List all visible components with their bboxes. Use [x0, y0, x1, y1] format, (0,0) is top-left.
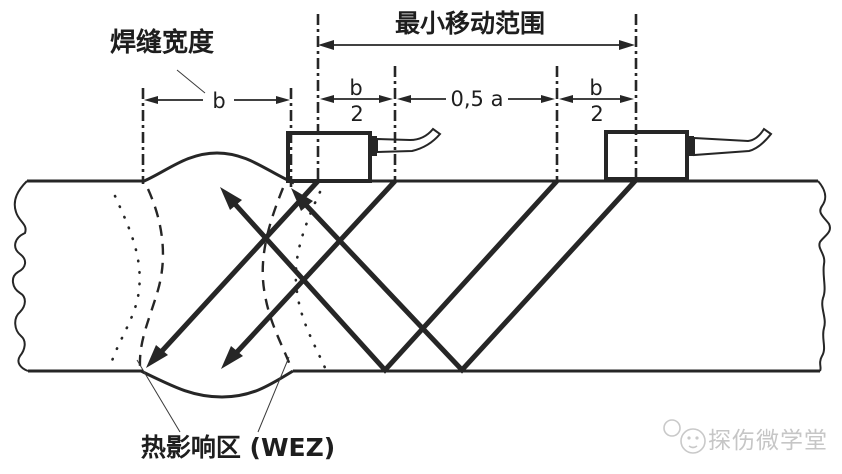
weld-root-curve	[140, 369, 294, 399]
min-range-arrow-right	[619, 40, 635, 50]
haz-dotted-left	[108, 194, 141, 369]
dim-b2l-arrow-left	[320, 95, 334, 103]
dim-b2r-numerator: b	[589, 76, 602, 100]
plate-outline	[12, 151, 831, 399]
left-break-edge	[12, 180, 29, 372]
beam-arrowhead-cap-2	[291, 188, 313, 211]
probe-1-cable	[376, 127, 442, 154]
watermark-text: 探伤微学堂	[708, 428, 828, 454]
probe-2-cable	[693, 127, 773, 157]
dim-b-label: b	[212, 89, 225, 113]
beam-skip-to-cap-1	[232, 179, 559, 374]
dimension-half-skip: 0,5 a	[397, 87, 555, 111]
probe-1	[286, 127, 442, 183]
beam-skip-to-cap-2	[303, 178, 638, 374]
dim-halfskip-label: 0,5 a	[451, 87, 504, 111]
beam-direct-to-root-1	[160, 179, 320, 353]
dim-b2r-denominator: 2	[590, 102, 603, 126]
beam-arrowhead-root-1	[146, 345, 168, 368]
min-range-arrow-left	[318, 40, 334, 50]
dim-b-arrow-right	[276, 96, 290, 104]
leader-weld-width	[176, 69, 206, 94]
label-weld-width: 焊缝宽度	[110, 27, 214, 58]
leader-haz-right	[257, 356, 290, 433]
dimension-min-movement-range: 最小移动范围	[318, 9, 635, 50]
beam-direct-to-root-2	[235, 179, 397, 354]
right-break-edge	[817, 180, 831, 372]
watermark: 探伤微学堂	[663, 419, 828, 454]
dim-b2l-arrow-right	[379, 95, 393, 103]
probe-2-connector	[686, 136, 694, 156]
dimension-half-b-right: b 2	[559, 76, 634, 126]
probe-1-body	[286, 131, 372, 183]
beam-arrowhead-root-2	[221, 346, 243, 369]
label-min-movement-range: 最小移动范围	[395, 9, 545, 38]
beam-arrowhead-cap-1	[220, 187, 242, 210]
watermark-logo-icon	[663, 419, 706, 454]
heat-affected-zone-boundaries	[108, 187, 328, 372]
annotations: 焊缝宽度 热影响区 (WEZ)	[110, 27, 335, 462]
dimension-weld-width-b: b	[144, 89, 290, 113]
leader-haz-left	[136, 359, 181, 433]
centerlines	[141, 14, 638, 188]
dim-halfskip-arrow-left	[397, 95, 411, 103]
haz-dotted-right	[294, 190, 328, 372]
label-heat-affected-zone: 热影响区 (WEZ)	[141, 433, 335, 462]
dim-b2r-arrow-left	[559, 95, 573, 103]
dim-b2r-arrow-right	[620, 95, 634, 103]
probe-2-body	[604, 130, 689, 181]
dim-b2l-numerator: b	[349, 76, 362, 100]
dim-b2l-denominator: 2	[350, 102, 363, 126]
dimension-half-b-left: b 2	[320, 76, 393, 126]
dim-b-arrow-left	[144, 96, 158, 104]
weld-cap-curve	[141, 151, 295, 185]
probe-1-connector	[368, 136, 377, 156]
dim-halfskip-arrow-right	[541, 95, 555, 103]
ultrasonic-beams	[146, 178, 638, 374]
probe-2	[604, 127, 773, 181]
haz-dashed-left	[138, 188, 165, 367]
